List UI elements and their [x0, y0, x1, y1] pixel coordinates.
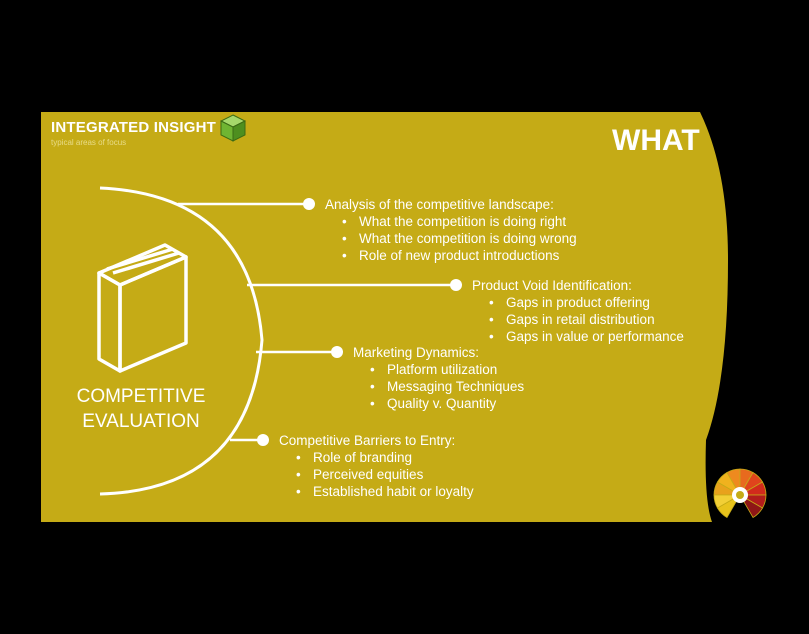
list-item: Established habit or loyalty — [296, 483, 474, 500]
node-dot — [331, 346, 343, 358]
center-label-line1: COMPETITIVE — [76, 386, 206, 407]
book-icon — [97, 243, 188, 373]
list-item: Messaging Techniques — [370, 378, 524, 395]
center-label: COMPETITIVE EVALUATION — [60, 384, 222, 434]
page-heading: WHAT — [612, 124, 700, 157]
node-dot — [257, 434, 269, 446]
list-item: Platform utilization — [370, 361, 524, 378]
section-title: Product Void Identification: — [472, 278, 632, 293]
brand-title: INTEGRATED INSIGHT — [51, 119, 216, 136]
center-label-line2: EVALUATION — [82, 411, 200, 432]
section-competitive-landscape: Analysis of the competitive landscape: W… — [325, 196, 577, 264]
node-dot — [450, 279, 462, 291]
section-barriers-to-entry: Competitive Barriers to Entry: Role of b… — [279, 432, 474, 500]
list-item: Perceived equities — [296, 466, 474, 483]
segment-wheel-icon[interactable] — [712, 467, 768, 523]
node-dot — [303, 198, 315, 210]
list-item: Gaps in product offering — [489, 294, 684, 311]
section-title: Analysis of the competitive landscape: — [325, 197, 554, 212]
section-title: Marketing Dynamics: — [353, 345, 480, 360]
section-marketing-dynamics: Marketing Dynamics: Platform utilization… — [353, 344, 524, 412]
list-item: What the competition is doing wrong — [342, 230, 577, 247]
green-cube-icon — [220, 114, 246, 142]
list-item: Gaps in value or performance — [489, 328, 684, 345]
list-item: Quality v. Quantity — [370, 395, 524, 412]
list-item: Gaps in retail distribution — [489, 311, 684, 328]
section-title: Competitive Barriers to Entry: — [279, 433, 456, 448]
list-item: Role of branding — [296, 449, 474, 466]
list-item: Role of new product introductions — [342, 247, 577, 264]
section-product-void: Product Void Identification: Gaps in pro… — [472, 277, 684, 345]
brand-subtitle: typical areas of focus — [51, 138, 127, 147]
list-item: What the competition is doing right — [342, 213, 577, 230]
